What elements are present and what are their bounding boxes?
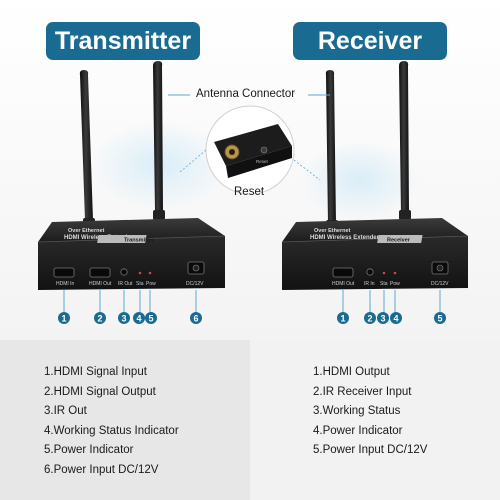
receiver-markers: 1 2 3 4 5 [337, 312, 446, 324]
legend-item: 1.HDMI Output [313, 366, 390, 378]
marker-number: 2 [97, 314, 102, 324]
port-label: Sta [380, 281, 388, 287]
closeup-circle: Reset [205, 105, 295, 195]
legend-item: 5.Power Indicator [44, 444, 134, 456]
status-led [382, 271, 386, 275]
power-led [148, 271, 152, 275]
marker-2 [94, 312, 106, 324]
receiver-legend-panel [250, 340, 500, 500]
marker-number: 3 [121, 314, 126, 324]
antenna-connector-label: Antenna Connector [196, 88, 296, 100]
marker-number: 5 [148, 314, 153, 324]
legend-item: 2.HDMI Signal Output [44, 385, 156, 398]
hdmi-in-port [53, 267, 75, 278]
marker-number: 6 [193, 314, 198, 324]
marker-number: 3 [380, 314, 385, 324]
marker-number: 2 [367, 314, 372, 324]
transmitter-device: Over Ethernet HDMI Wireless Extender Tra… [37, 61, 226, 290]
closeup-reset-text: Reset [256, 159, 269, 164]
receiver-legend: 1.HDMI Output 2.IR Receiver Input 3.Work… [313, 363, 427, 461]
marker-number: 5 [437, 314, 442, 324]
transmitter-badge [97, 235, 147, 243]
marker-3 [377, 312, 389, 324]
hdmi-out-port [89, 267, 111, 278]
reset-label: Reset [234, 186, 265, 198]
port-label: IR In [364, 281, 375, 287]
status-led [138, 271, 142, 275]
receiver-badge-text: Receiver [387, 238, 411, 244]
legend-item: 6.Power Input DC/12V [44, 463, 159, 476]
transmitter-box-top [38, 218, 225, 242]
receiver-box-line1: Over Ethernet [314, 228, 351, 234]
receiver-leader-lines [342, 290, 441, 312]
ir-out-jack [120, 268, 128, 276]
receiver-title: Receiver [293, 22, 447, 60]
transmitter-markers: 1 2 3 4 5 6 [58, 312, 202, 324]
marker-6 [190, 312, 202, 324]
marker-1 [337, 312, 349, 324]
closeup-leader-left [179, 149, 207, 173]
port-label: Pow [390, 281, 400, 287]
ir-in-jack [366, 268, 374, 276]
legend-item: 3.Working Status [313, 405, 401, 417]
transmitter-legend: 1.HDMI Signal Input 2.HDMI Signal Output… [44, 363, 179, 480]
reset-button-icon [260, 146, 268, 154]
hdmi-out-port [332, 267, 354, 278]
transmitter-box-line1: Over Ethernet [68, 228, 105, 234]
port-label: HDMI Out [89, 281, 112, 287]
marker-4 [390, 312, 402, 324]
transmitter-legend-panel [0, 340, 250, 500]
transmitter-antenna-right [153, 61, 165, 220]
marker-5 [434, 312, 446, 324]
marker-number: 1 [340, 314, 345, 324]
marker-number: 4 [136, 314, 141, 324]
legend-item: 3.IR Out [44, 405, 87, 417]
legend-area [0, 340, 500, 500]
legend-item: 5.Power Input DC/12V [313, 444, 428, 456]
receiver-device: Over Ethernet HDMI Wireless Extender Rec… [281, 61, 469, 290]
transmitter-box-front [38, 236, 225, 290]
port-label: HDMI In [56, 281, 75, 287]
port-label: DC/12V [431, 281, 449, 287]
marker-4 [133, 312, 145, 324]
marker-3 [118, 312, 130, 324]
marker-5 [145, 312, 157, 324]
transmitter-antenna-left [79, 70, 95, 228]
power-led [393, 271, 397, 275]
marker-number: 1 [61, 314, 66, 324]
marker-2 [364, 312, 376, 324]
closeup-leader-right [293, 159, 321, 181]
marker-number: 4 [393, 314, 398, 324]
receiver-box-line2: HDMI Wireless Extender [310, 235, 380, 241]
port-label: Pow [146, 281, 156, 287]
port-label: HDMI Out [332, 281, 355, 287]
transmitter-badge-text: Transmitter [124, 238, 155, 244]
port-label: IR Out [118, 281, 133, 287]
legend-item: 2.IR Receiver Input [313, 385, 412, 398]
transmitter-leader-lines [63, 290, 197, 312]
legend-item: 4.Working Status Indicator [44, 424, 179, 437]
marker-1 [58, 312, 70, 324]
receiver-box-front [282, 236, 468, 290]
transmitter-title: Transmitter [46, 22, 200, 60]
receiver-badge [377, 235, 423, 243]
legend-item: 4.Power Indicator [313, 424, 403, 437]
receiver-antenna-right [399, 61, 411, 220]
port-label: Sta [136, 281, 144, 287]
port-label: DC/12V [186, 281, 204, 287]
legend-item: 1.HDMI Signal Input [44, 366, 147, 378]
